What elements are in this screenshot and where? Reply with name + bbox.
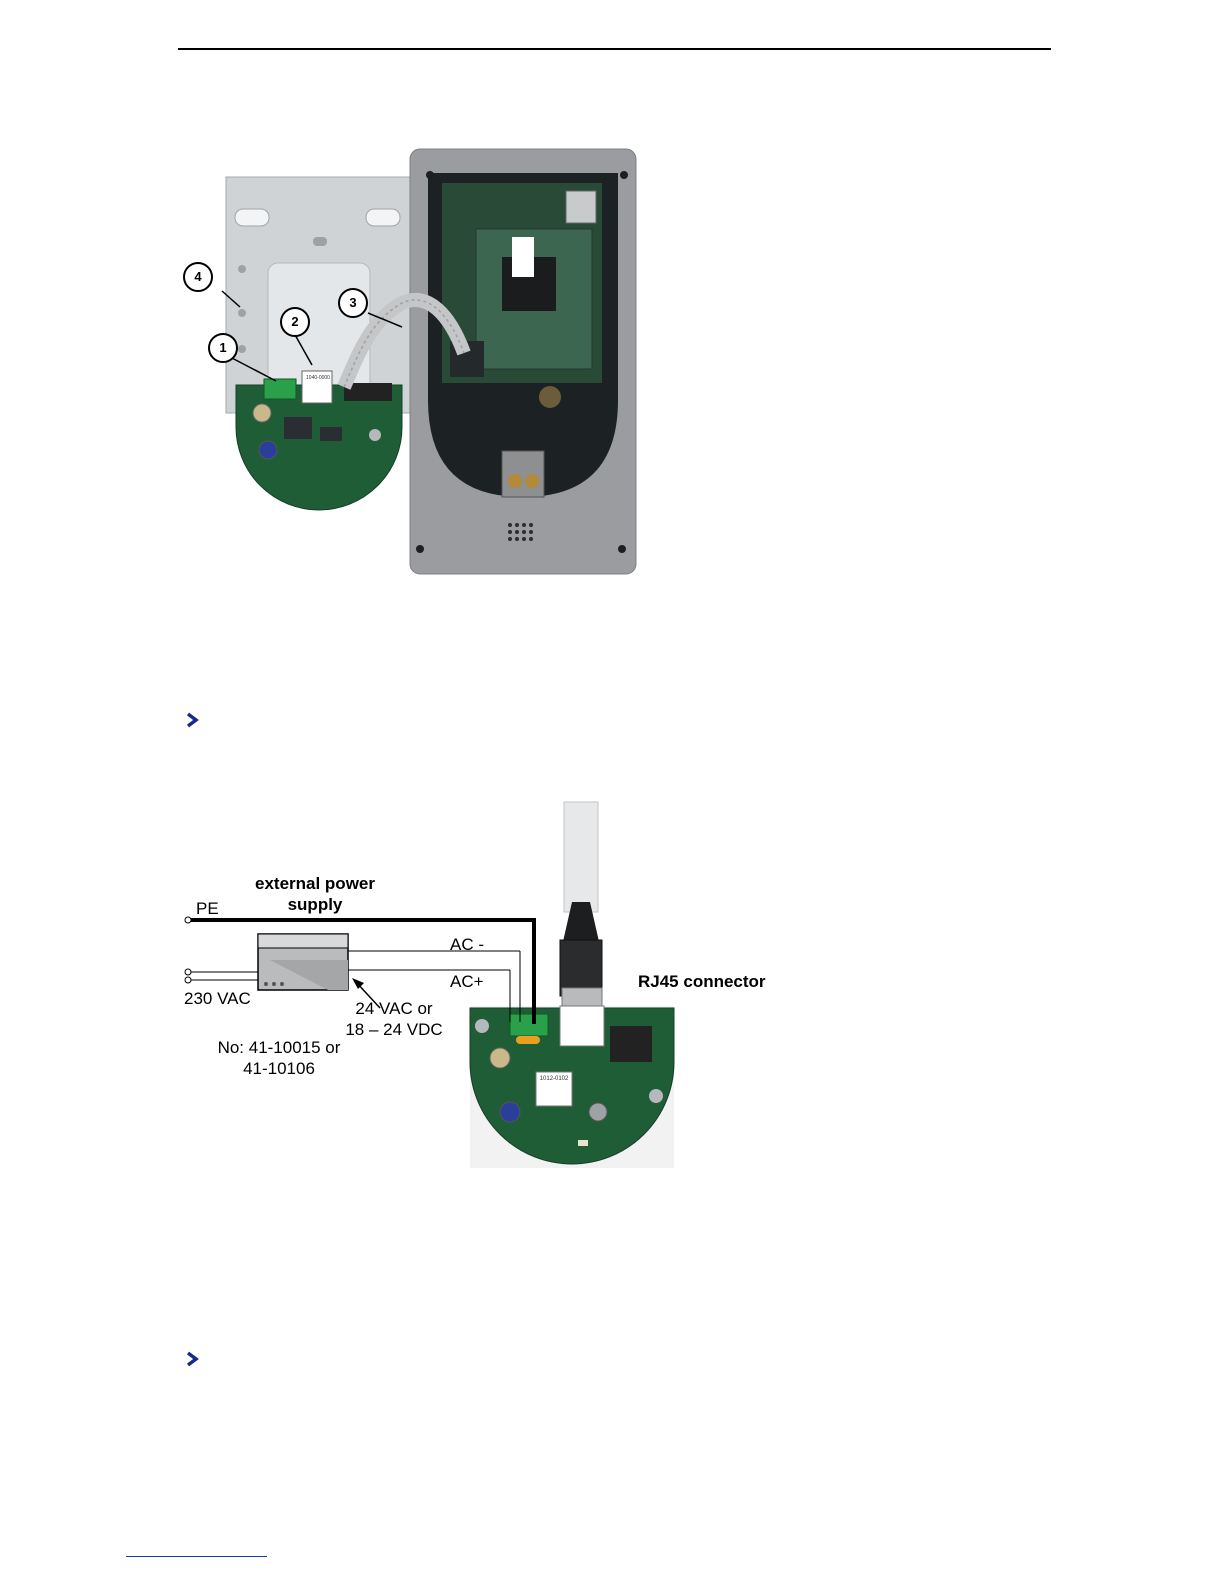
rj45-connector-label: RJ45 connector bbox=[638, 972, 766, 992]
device-opened-illustration bbox=[180, 145, 650, 580]
header-rule bbox=[178, 48, 1051, 50]
callout-3: 3 bbox=[338, 288, 368, 318]
figure-power-wiring: external power supply PE AC - AC+ 230 VA… bbox=[180, 800, 790, 1170]
pe-label: PE bbox=[196, 899, 219, 919]
pcb-label-text: 1040-0000 bbox=[304, 375, 332, 381]
chevron-right-icon bbox=[186, 1351, 200, 1367]
external-supply-label-1: external power bbox=[250, 874, 380, 894]
figure-device-opened: 4 2 3 1 1040-0000 bbox=[180, 145, 650, 580]
callout-1: 1 bbox=[208, 333, 238, 363]
mains-voltage-label: 230 VAC bbox=[184, 989, 251, 1009]
callout-2: 2 bbox=[280, 307, 310, 337]
ac-plus-label: AC+ bbox=[450, 972, 484, 992]
pcb-label-text: 1012-0102 bbox=[537, 1076, 571, 1082]
external-supply-label-2: supply bbox=[250, 895, 380, 915]
chevron-right-icon bbox=[186, 712, 200, 728]
part-number-label-1: No: 41-10015 or bbox=[204, 1038, 354, 1058]
callout-4: 4 bbox=[183, 262, 213, 292]
ac-minus-label: AC - bbox=[450, 935, 484, 955]
part-number-label-2: 41-10106 bbox=[204, 1059, 354, 1079]
output-voltage-label-2: 18 – 24 VDC bbox=[336, 1020, 452, 1040]
output-voltage-label-1: 24 VAC or bbox=[336, 999, 452, 1019]
footnote-rule bbox=[126, 1556, 267, 1557]
